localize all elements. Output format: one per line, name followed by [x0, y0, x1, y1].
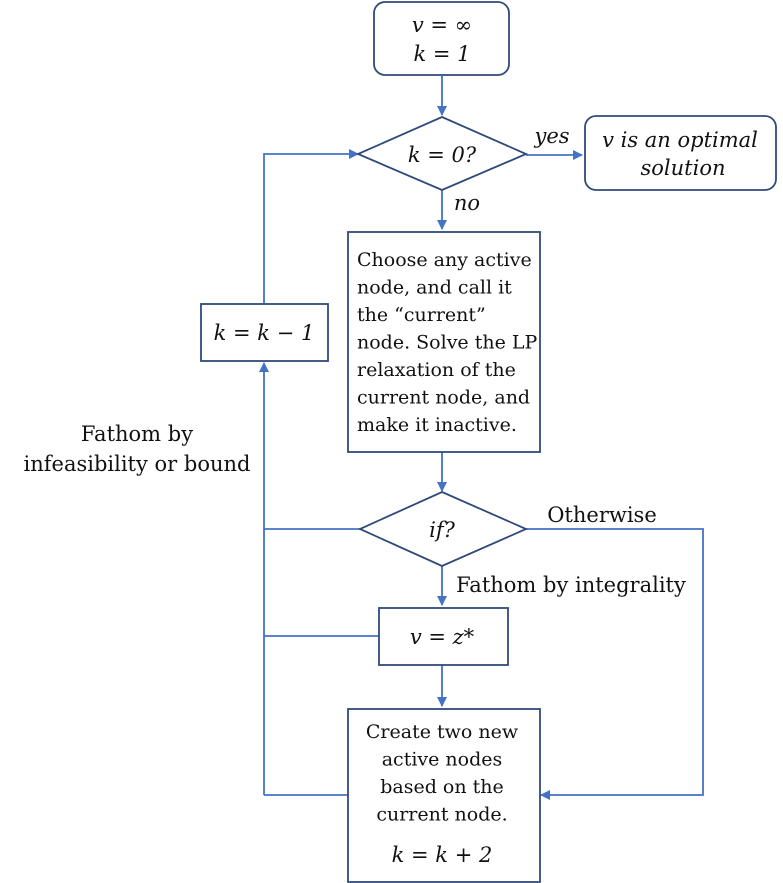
- fathom-infeasibility-line-2: infeasibility or bound: [24, 452, 251, 476]
- start-node: v = ∞ k = 1: [373, 1, 510, 76]
- create-text: Create two new active nodes based on the cu…: [366, 721, 519, 826]
- optimal-node: v is an optimal solution: [584, 115, 777, 191]
- choose-text: Choose any active node, and call it the “c…: [357, 249, 537, 436]
- create-text-line: Create two new: [366, 721, 519, 743]
- choose-text-line: node, and call it: [357, 277, 512, 299]
- check-k-label: k = 0?: [408, 143, 477, 167]
- create-node: Create two new active nodes based on the cu…: [347, 708, 541, 883]
- edge-decrement-to-check: [263, 149, 359, 303]
- create-text-line: current node.: [376, 804, 507, 826]
- choose-text-line: make it inactive.: [357, 414, 517, 436]
- start-line-1: v = ∞: [412, 13, 472, 37]
- decrement-node: k = k − 1: [200, 303, 329, 362]
- update-v-node: v = z*: [378, 607, 509, 666]
- optimal-line-1: v is an optimal: [602, 128, 758, 152]
- choose-text-line: relaxation of the: [357, 359, 516, 381]
- choose-text-line: the “current”: [357, 304, 486, 326]
- if-label: if?: [429, 518, 455, 542]
- create-text-line: based on the: [380, 776, 504, 798]
- choose-text-line: current node, and: [357, 387, 530, 409]
- choose-text-line: Choose any active: [357, 249, 532, 271]
- choose-text-line: node. Solve the LP: [357, 332, 537, 354]
- start-line-2: k = 1: [413, 42, 470, 66]
- fathom-infeasibility-line-1: Fathom by: [81, 422, 193, 446]
- choose-node: Choose any active node, and call it the “c…: [347, 231, 541, 453]
- decrement-label: k = k − 1: [214, 321, 315, 345]
- create-text-line: active nodes: [382, 749, 503, 771]
- update-v-label: v = z*: [410, 625, 475, 649]
- edge-otherwise-to-create: [526, 528, 704, 800]
- create-formula: k = k + 2: [392, 843, 493, 867]
- edges: [259, 76, 704, 800]
- otherwise-label: Otherwise: [547, 503, 657, 527]
- if-decision: if?: [357, 491, 529, 567]
- no-label: no: [454, 191, 480, 215]
- check-k-decision: k = 0?: [355, 116, 529, 191]
- fathom-integrality-label: Fathom by integrality: [456, 573, 686, 597]
- yes-label: yes: [533, 124, 569, 148]
- optimal-line-2: solution: [641, 156, 726, 180]
